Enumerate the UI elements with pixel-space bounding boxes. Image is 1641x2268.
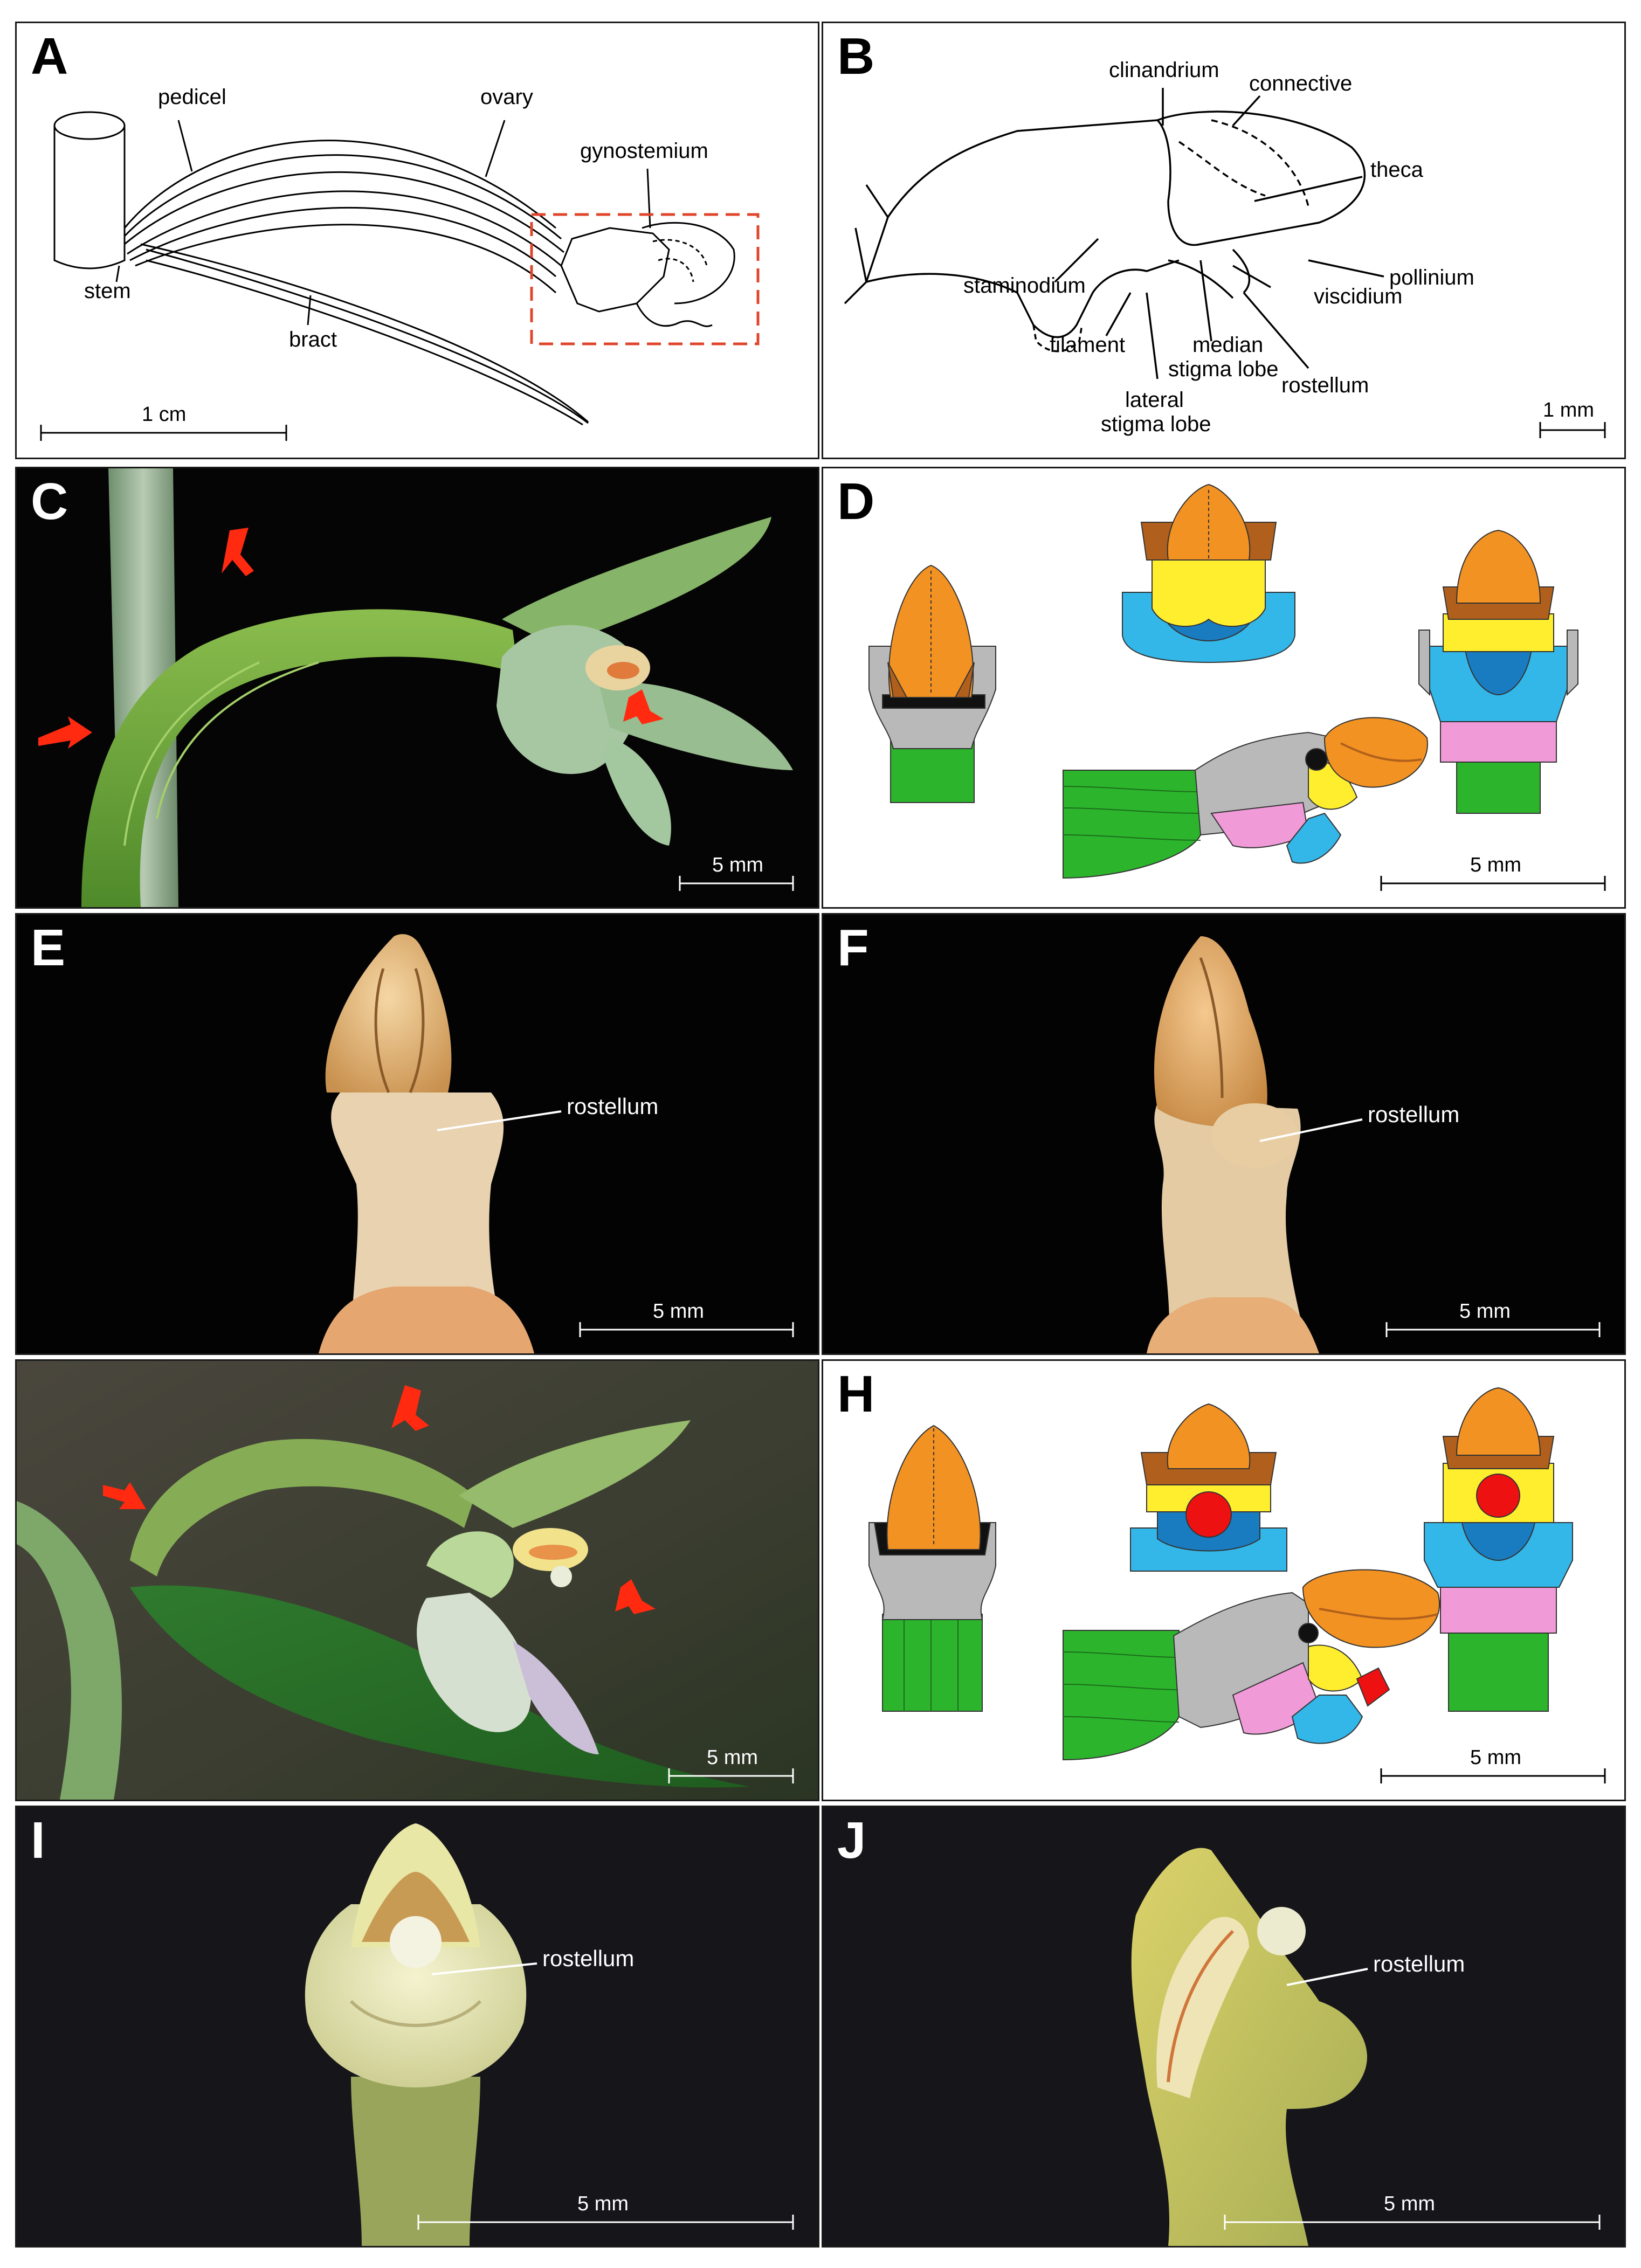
label-rostellum: rostellum [1281, 374, 1369, 397]
label-median: median [1192, 333, 1263, 357]
scale-bar [668, 1768, 794, 1783]
scale-bar [1380, 876, 1606, 891]
panel-h: H [822, 1359, 1626, 1801]
scale-label: 5 mm [1470, 854, 1521, 876]
label-connective: connective [1249, 72, 1352, 95]
panel-letter: D [837, 473, 875, 530]
label-stem: stem [84, 279, 131, 303]
scale-bar [1224, 2215, 1601, 2230]
panel-i-photo: rostellum 5 mm [305, 1823, 794, 2246]
panel-h-schematic: 5 mm [868, 1387, 1606, 1783]
panel-letter: H [837, 1365, 875, 1423]
panel-g-photo: 5 mm [17, 1361, 818, 1800]
label-bract: bract [289, 328, 337, 351]
panel-letter: J [837, 1811, 866, 1869]
panel-a: A [15, 22, 819, 459]
scale-label: 5 mm [712, 854, 763, 876]
red-arrows [38, 528, 664, 749]
scale-label: 5 mm [653, 1300, 704, 1323]
panel-b-drawing: clinandrium connective theca pollinium s… [844, 58, 1606, 438]
scale-label: 1 cm [142, 403, 186, 426]
scale-label: 5 mm [1459, 1300, 1511, 1323]
label-clinandrium: clinandrium [1109, 58, 1219, 82]
panel-i: I rostellum 5 mm [15, 1806, 819, 2248]
panel-g: G 5 mm [15, 1359, 819, 1801]
label-median-stigma-lobe: stigma lobe [1168, 357, 1279, 381]
scale-label: 1 mm [1543, 399, 1594, 421]
label-theca: theca [1370, 158, 1424, 182]
label-pedicel: pedicel [158, 85, 226, 109]
panel-letter: F [837, 919, 869, 977]
panel-letter: C [31, 473, 68, 530]
label-viscidium: viscidium [1314, 285, 1402, 308]
label-rostellum: rostellum [542, 1946, 634, 1971]
red-arrows [103, 1385, 656, 1614]
scale-label: 5 mm [577, 2193, 629, 2215]
scale-label: 5 mm [1384, 2193, 1435, 2215]
scale-bar [1380, 1768, 1606, 1783]
panel-d-schematic: 5 mm [868, 483, 1606, 891]
label-staminodium: staminodium [963, 274, 1086, 298]
scale-bar [579, 1322, 794, 1337]
panel-c: C 5 mm [15, 467, 819, 909]
scale-bar [1385, 1322, 1601, 1337]
label-ovary: ovary [480, 85, 533, 109]
panel-letter: E [31, 919, 66, 977]
panel-letter: I [31, 1811, 45, 1869]
label-gynostemium: gynostemium [580, 139, 708, 163]
scale-bar [417, 2215, 794, 2230]
label-rostellum: rostellum [1368, 1102, 1459, 1127]
scale-bar [40, 425, 287, 441]
panel-e-photo: rostellum 5 mm [319, 934, 794, 1353]
panel-b: B clinandrium connective theca [822, 22, 1626, 459]
panel-d: D [822, 467, 1626, 909]
label-rostellum: rostellum [1373, 1951, 1465, 1976]
panel-letter: B [837, 27, 875, 85]
gynostemium-highlight-box [530, 213, 760, 345]
panel-j: J rostellum 5 mm [822, 1806, 1626, 2248]
label-lateral-stigma-lobe: stigma lobe [1101, 412, 1211, 436]
label-filament: filament [1050, 333, 1125, 357]
label-pollinium: pollinium [1389, 266, 1474, 289]
panel-f-photo: rostellum 5 mm [1147, 936, 1601, 1353]
panel-j-photo: rostellum 5 mm [1131, 1848, 1601, 2246]
panel-e: E rostellum 5 mm [15, 913, 819, 1355]
label-rostellum: rostellum [567, 1094, 658, 1119]
panel-a-drawing: pedicel ovary gynostemium stem bract 1 c… [40, 85, 760, 441]
scale-bar [679, 876, 794, 891]
scale-bar [1539, 422, 1606, 438]
panel-c-photo: 5 mm [38, 468, 794, 907]
label-lateral: lateral [1125, 388, 1184, 412]
scale-label: 5 mm [1470, 1746, 1521, 1769]
scale-label: 5 mm [707, 1746, 758, 1769]
panel-f: F rostellum 5 mm [822, 913, 1626, 1355]
panel-letter: A [31, 27, 68, 85]
